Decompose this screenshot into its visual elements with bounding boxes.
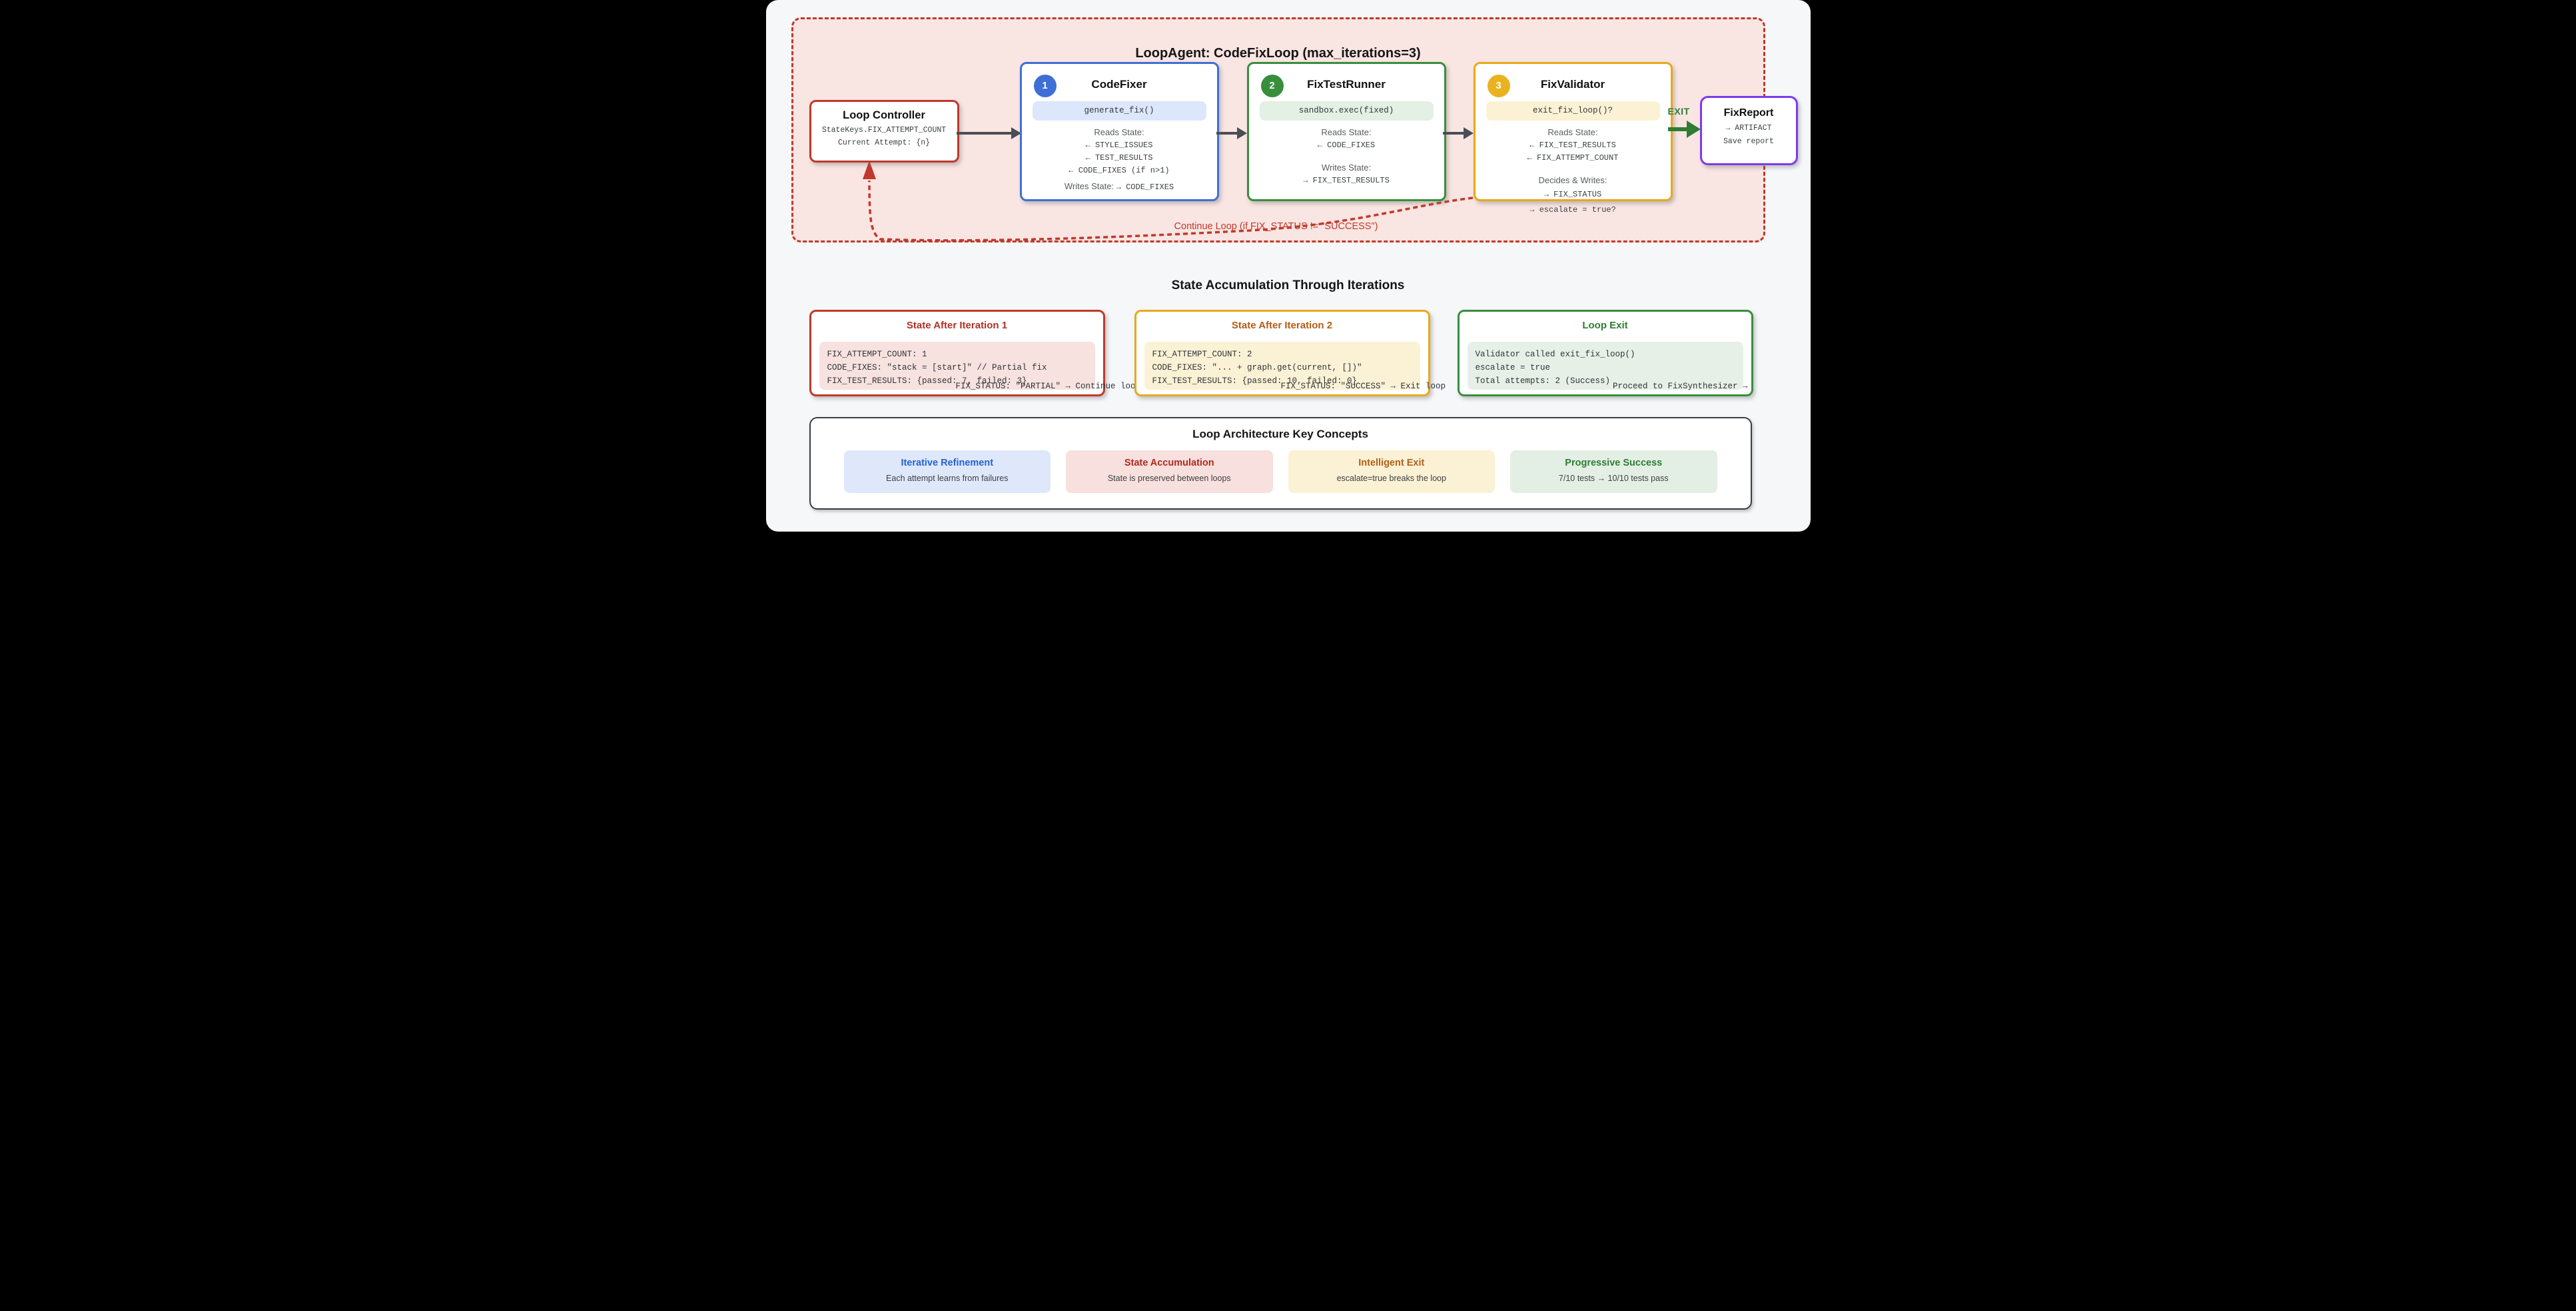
concept-desc: Each attempt learns from failures	[886, 474, 1009, 483]
concept-title: Progressive Success	[1565, 458, 1663, 468]
state-code: FIX_ATTEMPT_COUNT: 2 CODE_FIXES: "... + …	[1152, 350, 1362, 386]
concept-title: Iterative Refinement	[901, 458, 994, 468]
reads-item: ← FIX_ATTEMPT_COUNT	[1527, 153, 1619, 163]
flow-arrow-icon	[956, 127, 1021, 139]
fixvalidator-title: FixValidator	[1540, 78, 1605, 91]
fixreport-box: FixReport → ARTIFACT Save report	[1699, 96, 1798, 165]
state-box-title: State After Iteration 2	[1231, 320, 1333, 331]
writes-item-escalate: → escalate = true?	[1529, 205, 1616, 215]
concept-desc: 7/10 tests → 10/10 tests pass	[1558, 474, 1669, 483]
state-box-title: State After Iteration 1	[906, 320, 1008, 331]
exit-label: EXIT	[1667, 106, 1690, 117]
writes-item: → FIX_STATUS	[1543, 190, 1602, 199]
decides-writes-label: Decides & Writes:	[1538, 175, 1607, 185]
concept-cards-row: Iterative Refinement Each attempt learns…	[843, 450, 1717, 493]
key-concepts-panel: Loop Architecture Key Concepts Iterative…	[809, 417, 1752, 510]
reads-state-label: Reads State:	[1094, 127, 1144, 137]
fixreport-save: Save report	[1723, 137, 1774, 146]
reads-item: ← CODE_FIXES	[1317, 141, 1376, 150]
step-1-badge: 1	[1033, 75, 1057, 97]
state-code-block: Validator called exit_fix_loop() escalat…	[1467, 342, 1743, 390]
key-concepts-heading: Loop Architecture Key Concepts	[1192, 428, 1368, 440]
fixtestrunner-title: FixTestRunner	[1307, 78, 1386, 91]
loop-controller-box: Loop Controller StateKeys.FIX_ATTEMPT_CO…	[809, 100, 959, 163]
state-code-block: FIX_ATTEMPT_COUNT: 2 CODE_FIXES: "... + …	[1144, 342, 1420, 390]
state-code: FIX_ATTEMPT_COUNT: 1 CODE_FIXES: "stack …	[827, 350, 1047, 386]
state-box-iteration-1: State After Iteration 1 FIX_ATTEMPT_COUN…	[809, 310, 1140, 396]
fixvalidator-method-pill: exit_fix_loop()?	[1486, 101, 1660, 121]
fixreport-artifact: → ARTIFACT	[1725, 124, 1772, 133]
codefixer-title: CodeFixer	[1091, 78, 1147, 91]
fixtestrunner-method-pill: sandbox.exec(fixed)	[1259, 101, 1434, 121]
writes-item: → CODE_FIXES	[1116, 183, 1174, 192]
state-box-iteration-2: State After Iteration 2 FIX_ATTEMPT_COUN…	[1134, 310, 1446, 396]
agent-box-fixvalidator: 3 FixValidator exit_fix_loop()? Reads St…	[1473, 62, 1673, 215]
state-code: Validator called exit_fix_loop() escalat…	[1475, 350, 1635, 386]
state-code-footer: FIX_STATUS: "PARTIAL" → Continue loop	[955, 382, 1141, 391]
concept-title: State Accumulation	[1124, 458, 1214, 468]
concept-title: Intelligent Exit	[1358, 458, 1425, 468]
step-3-badge: 3	[1487, 75, 1510, 97]
concept-desc: State is preserved between loops	[1107, 474, 1231, 483]
reads-state-label: Reads State:	[1321, 127, 1372, 137]
loop-return-arrow	[862, 161, 1473, 242]
state-box-title: Loop Exit	[1582, 320, 1628, 331]
reads-item: ← FIX_TEST_RESULTS	[1529, 141, 1616, 150]
concept-card-progressive-success: Progressive Success 7/10 tests → 10/10 t…	[1510, 450, 1717, 493]
loop-title: LoopAgent: CodeFixLoop (max_iterations=3…	[1135, 46, 1421, 61]
loop-controller-statekey: StateKeys.FIX_ATTEMPT_COUNT	[821, 126, 947, 135]
agent-box-codefixer: 1 CodeFixer generate_fix() Reads State: …	[1019, 62, 1219, 201]
state-code-block: FIX_ATTEMPT_COUNT: 1 CODE_FIXES: "stack …	[819, 342, 1095, 390]
concept-card-iterative-refinement: Iterative Refinement Each attempt learns…	[843, 450, 1051, 493]
agent-box-fixtestrunner: 2 FixTestRunner sandbox.exec(fixed) Read…	[1246, 62, 1446, 201]
loop-controller-title: Loop Controller	[843, 109, 925, 121]
diagram-canvas: LoopAgent: CodeFixLoop (max_iterations=3…	[765, 0, 1811, 532]
fixreport-title: FixReport	[1723, 107, 1774, 119]
state-code-footer: Proceed to FixSynthesizer →	[1612, 382, 1748, 391]
writes-state-label: Writes State:	[1321, 163, 1372, 173]
reads-item: ← TEST_RESULTS	[1085, 153, 1153, 163]
state-section-heading: State Accumulation Through Iterations	[1171, 278, 1405, 292]
state-box-loop-exit: Loop Exit Validator called exit_fix_loop…	[1457, 310, 1753, 396]
flow-arrow-icon	[1442, 127, 1474, 139]
concept-desc: escalate=true breaks the loop	[1336, 474, 1446, 483]
concept-card-state-accumulation: State Accumulation State is preserved be…	[1066, 450, 1273, 493]
concept-card-intelligent-exit: Intelligent Exit escalate=true breaks th…	[1288, 450, 1495, 493]
flow-arrow-icon	[1216, 127, 1247, 139]
state-code-footer: FIX_STATUS: "SUCCESS" → Exit loop	[1280, 382, 1446, 391]
continue-loop-label: Continue Loop (if FIX_STATUS != "SUCCESS…	[1174, 221, 1378, 232]
writes-state-line: Writes State: → CODE_FIXES	[1022, 181, 1217, 192]
reads-state-label: Reads State:	[1547, 127, 1598, 137]
codefixer-method-pill: generate_fix()	[1032, 101, 1206, 121]
writes-item: → FIX_TEST_RESULTS	[1303, 176, 1390, 185]
step-2-badge: 2	[1260, 75, 1284, 97]
writes-state-label: Writes State:	[1064, 181, 1114, 191]
reads-item: ← STYLE_ISSUES	[1085, 141, 1153, 150]
loop-controller-attempt: Current Attempt: {n}	[837, 139, 931, 147]
reads-item: ← CODE_FIXES (if n>1)	[1069, 166, 1170, 175]
